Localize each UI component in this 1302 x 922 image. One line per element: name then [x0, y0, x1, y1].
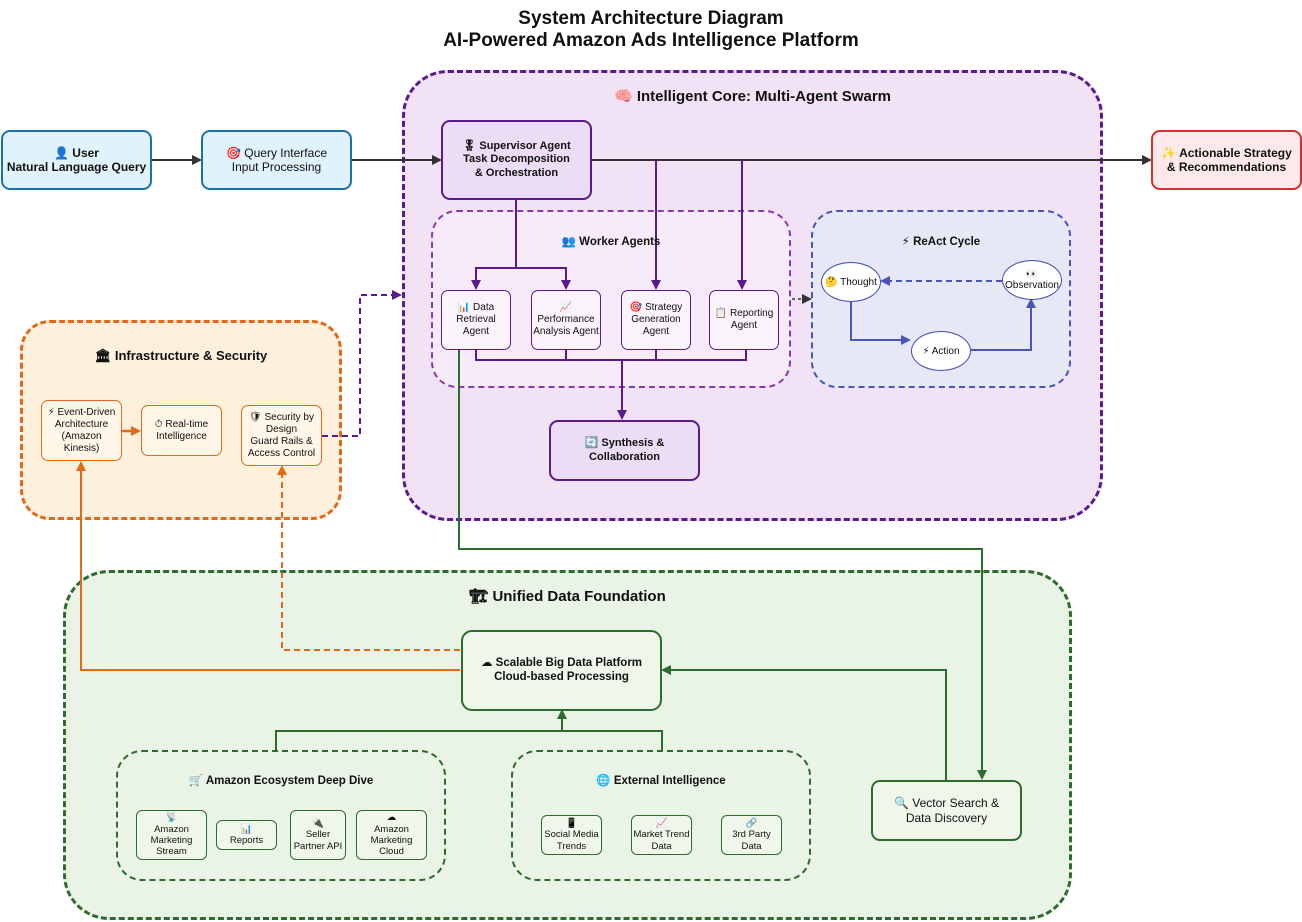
strategy-output-label: Actionable Strategy [1179, 145, 1292, 160]
react-cycle-title: ⚡ ReAct Cycle [901, 236, 981, 248]
performance-analysis-agent: 📈 Performance Analysis Agent [531, 290, 601, 350]
vector-search-node: 🔍 Vector Search & Data Discovery [871, 780, 1022, 841]
platform-to-security-arrow [277, 465, 460, 651]
bar-chart-icon: 📊 [240, 823, 253, 835]
eyes-icon: 👀 [1025, 269, 1039, 280]
core-title: 🧠 Intelligent Core: Multi-Agent Swarm [613, 88, 892, 105]
stopwatch-icon: ⏱ [154, 418, 163, 430]
globe-icon: 🌐 [596, 775, 611, 787]
data-retrieval-agent: 📊 Data Retrieval Agent [441, 290, 511, 350]
external-intelligence-title: 🌐 External Intelligence [596, 775, 726, 787]
amazon-marketing-cloud-node: ☁ Amazon Marketing Cloud [356, 810, 427, 860]
lightning-icon: ⚡ [922, 345, 930, 357]
title-line-1: System Architecture Diagram [518, 8, 784, 29]
construction-icon: 🏗 [469, 588, 489, 605]
lightning-icon: ⚡ [901, 236, 910, 248]
strategy-output-node: ✨ Actionable Strategy & Recommendations [1151, 130, 1302, 190]
event-driven-node: ⚡ Event-Driven Architecture (Amazon Kine… [41, 400, 122, 461]
query-interface-label: Query Interface [244, 145, 327, 160]
cloud-icon: ☁ [386, 812, 397, 824]
trend-up-icon: 📈 [655, 817, 668, 829]
amazon-marketing-stream-node: 📡 Amazon Marketing Stream [136, 810, 207, 860]
supervisor-to-performance-arrow [516, 267, 571, 290]
cycle-icon: 🔄 [584, 437, 599, 450]
target-icon: 🎯 [225, 145, 241, 160]
sparkles-icon: ✨ [1161, 145, 1177, 160]
seller-partner-api-node: 🔌 Seller Partner API [290, 810, 346, 860]
big-data-platform-node: ☁ Scalable Big Data Platform Cloud-based… [461, 630, 662, 711]
user-icon: 👤 [54, 145, 69, 160]
link-icon: 🔗 [745, 817, 758, 829]
trend-up-icon: 📈 [559, 302, 573, 313]
medal-icon: 🎖 [462, 140, 477, 153]
bar-chart-icon: 📊 [457, 302, 471, 313]
user-sublabel: Natural Language Query [6, 160, 147, 174]
amazon-ecosystem-title: 🛒 Amazon Ecosystem Deep Dive [188, 775, 374, 787]
market-trend-data-node: 📈 Market Trend Data [631, 815, 692, 855]
third-party-data-node: 🔗 3rd Party Data [721, 815, 782, 855]
workers-to-synthesis-line [475, 350, 747, 361]
satellite-icon: 📡 [165, 812, 178, 824]
query-interface-sublabel: Input Processing [231, 160, 322, 174]
realtime-intelligence-node: ⏱ Real-time Intelligence [141, 405, 222, 456]
query-interface-node: 🎯 Query Interface Input Processing [201, 130, 352, 190]
reports-node: 📊 Reports [216, 820, 277, 850]
cloud-icon: ☁ [480, 656, 493, 669]
platform-to-event-arrow [76, 461, 460, 671]
social-media-trends-node: 📱 Social Media Trends [541, 815, 602, 855]
title-line-2: AI-Powered Amazon Ads Intelligence Platf… [443, 30, 859, 51]
diagram-title: System Architecture Diagram AI-Powered A… [0, 8, 1302, 52]
strategy-output-sublabel: & Recommendations [1166, 160, 1287, 174]
thought-node: 🤔 Thought [821, 262, 881, 302]
mobile-phone-icon: 📱 [565, 817, 578, 829]
classical-building-icon: 🏛 [94, 348, 112, 363]
infra-title: 🏛 Infrastructure & Security [94, 348, 268, 363]
reporting-agent: 📋 Reporting Agent [709, 290, 779, 350]
data-foundation-title: 🏗 Unified Data Foundation [469, 588, 666, 605]
clipboard-icon: 📋 [714, 308, 728, 319]
supervisor-to-retrieval-arrow [471, 200, 517, 290]
user-node: 👤 User Natural Language Query [1, 130, 152, 190]
amazon-to-platform-line [275, 730, 663, 750]
supervisor-agent-node: 🎖 Supervisor Agent Task Decomposition & … [441, 120, 592, 200]
thinking-face-icon: 🤔 [825, 276, 838, 288]
worker-agents-title: 👥 Worker Agents [561, 236, 661, 248]
plug-icon: 🔌 [312, 817, 324, 829]
shield-icon: 🛡 [249, 411, 262, 423]
synthesis-node: 🔄 Synthesis & Collaboration [549, 420, 700, 481]
security-to-core-arrow [322, 290, 402, 437]
thought-to-action-arrow [850, 300, 911, 345]
target-icon: 🎯 [629, 302, 643, 313]
action-node: ⚡ Action [911, 331, 971, 371]
vector-to-platform-arrow [661, 665, 947, 780]
action-to-observation-arrow [970, 298, 1036, 351]
lightning-icon: ⚡ [47, 406, 55, 418]
strategy-generation-agent: 🎯 Strategy Generation Agent [621, 290, 691, 350]
security-by-design-node: 🛡 Security by Design Guard Rails & Acces… [241, 405, 322, 466]
observation-node: 👀 Observation [1002, 260, 1062, 300]
user-label: User [72, 145, 99, 160]
retrieval-to-vector-arrow [458, 350, 987, 780]
shopping-cart-icon: 🛒 [188, 775, 204, 787]
people-icon: 👥 [561, 236, 576, 248]
brain-icon: 🧠 [613, 88, 633, 105]
magnifier-icon: 🔍 [893, 796, 909, 811]
